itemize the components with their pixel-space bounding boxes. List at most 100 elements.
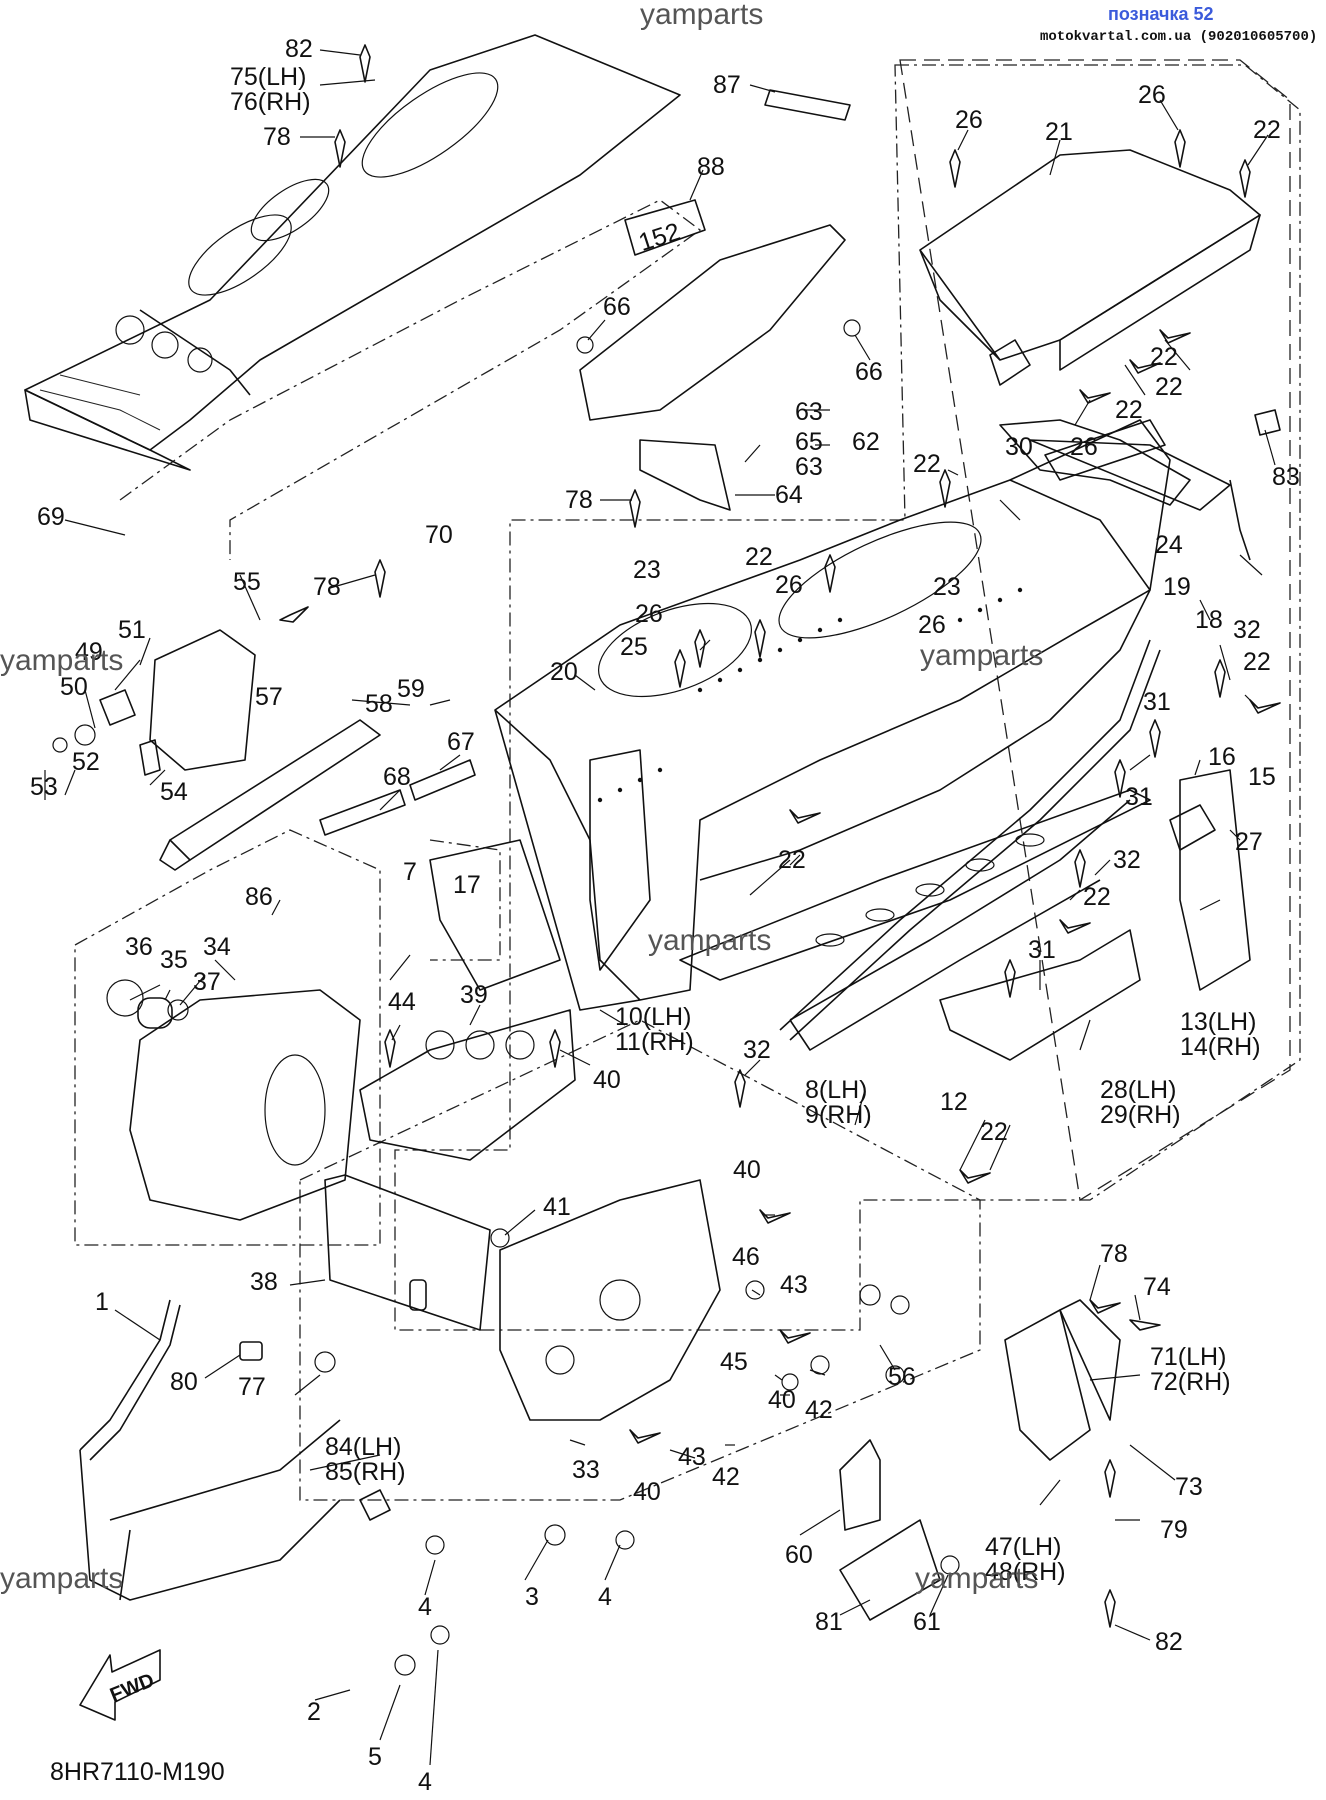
part-label: 28(LH) (1100, 1076, 1176, 1104)
part-label: 9(RH) (805, 1101, 872, 1129)
part-label: 86 (245, 883, 273, 911)
part-label: 81 (815, 1608, 843, 1636)
part-label: 23 (933, 573, 961, 601)
radiator-38 (324, 1174, 491, 1331)
part-labels: 82 75(LH) 76(RH) 78 87 88 26 26 21 22 66… (30, 35, 1300, 1796)
watermark-top: yamparts (640, 0, 763, 31)
part-label: 78 (565, 486, 593, 514)
part-label: 26 (1070, 433, 1098, 461)
part-label: 29(RH) (1100, 1101, 1181, 1129)
source-ref: motokvartal.com.ua (902010605700) (1040, 29, 1317, 45)
part-label: 19 (1163, 573, 1191, 601)
part-label: 41 (543, 1193, 571, 1221)
part-label: 88 (697, 153, 725, 181)
part-label: 34 (203, 933, 231, 961)
part-label: 43 (780, 1271, 808, 1299)
part-label: 42 (805, 1396, 833, 1424)
part-label: 26 (635, 600, 663, 628)
part-label: 44 (388, 988, 416, 1016)
tunnel-lower-boundary (429, 839, 501, 961)
part-label: 80 (170, 1368, 198, 1396)
part-label: 60 (785, 1541, 813, 1569)
part-label: 39 (460, 981, 488, 1009)
part-label: 66 (855, 358, 883, 386)
part-label: 87 (713, 71, 741, 99)
part-label: 3 (525, 1583, 539, 1611)
part-label: 84(LH) (325, 1433, 401, 1461)
part-label: 32 (1233, 616, 1261, 644)
part-label: 58 (365, 690, 393, 718)
part-label: 1 (95, 1288, 109, 1316)
part-label: 30 (1005, 433, 1033, 461)
tunnel-top-boundary (394, 64, 1301, 1331)
center-bracket (429, 839, 561, 991)
decal-text: 152 (635, 217, 683, 257)
part-label: 78 (263, 123, 291, 151)
part-label: 31 (1028, 936, 1056, 964)
part-label: 63 (795, 398, 823, 426)
part-label: 22 (745, 543, 773, 571)
part-label: 77 (238, 1373, 266, 1401)
part-label: 70 (425, 521, 453, 549)
front-frame-boundary (299, 1019, 981, 1501)
dashed-boundaries (74, 59, 1301, 1501)
part-label: 26 (1138, 81, 1166, 109)
part-label: 40 (593, 1066, 621, 1094)
rear-bracket-47 (1004, 1299, 1121, 1461)
part-label: 78 (313, 573, 341, 601)
part-label: 49 (75, 638, 103, 666)
part-label: 12 (940, 1088, 968, 1116)
part-label: 53 (30, 773, 58, 801)
watermark: yamparts (0, 1562, 123, 1595)
front-bracket-39 (359, 1009, 576, 1161)
decal-88: 152 (624, 199, 706, 257)
part-label: 83 (1272, 463, 1300, 491)
fwd-arrow: FWD (79, 1649, 161, 1721)
shield-81 (839, 1519, 941, 1621)
watermark: yamparts (648, 924, 771, 957)
part-label: 22 (1155, 373, 1183, 401)
part-label: 22 (1115, 396, 1143, 424)
part-label: 54 (160, 778, 188, 806)
part-label: 11(RH) (615, 1028, 694, 1056)
part-label: 82 (1155, 1628, 1183, 1656)
part-label: 14(RH) (1180, 1033, 1261, 1061)
part-label: 47(LH) (985, 1533, 1061, 1561)
decal-87 (764, 89, 851, 121)
part-label: 43 (678, 1443, 706, 1471)
part-label: 26 (918, 611, 946, 639)
fasteners (239, 44, 1281, 1676)
seat-boundary (119, 199, 702, 560)
watermark: yamparts (0, 644, 123, 677)
part-label: 5 (368, 1743, 382, 1771)
part-label: 10(LH) (615, 1003, 691, 1031)
part-label: 22 (980, 1118, 1008, 1146)
part-label: 63 (795, 453, 823, 481)
rear-seat-panel (24, 34, 681, 471)
part-label: 22 (1083, 883, 1111, 911)
watermark: yamparts (915, 1562, 1038, 1595)
part-label: 37 (193, 968, 221, 996)
part-label: 66 (603, 293, 631, 321)
part-label: 36 (125, 933, 153, 961)
part-label: 22 (1150, 343, 1178, 371)
rear-flap-bracket (576, 224, 861, 511)
part-label: 22 (778, 846, 806, 874)
part-label: 17 (453, 871, 481, 899)
part-label: 22 (913, 450, 941, 478)
part-label: 26 (955, 106, 983, 134)
part-label: 24 (1155, 531, 1183, 559)
running-boards (679, 789, 1151, 1061)
part-label: 2 (307, 1698, 321, 1726)
diagram-code: 8HR7110-M190 (50, 1758, 225, 1786)
part-label: 69 (37, 503, 65, 531)
part-label: 38 (250, 1268, 278, 1296)
chaincase-boundary (74, 829, 381, 1246)
part-label: 26 (775, 571, 803, 599)
part-label: 52 (72, 748, 100, 776)
fwd-label: FWD (107, 1669, 157, 1706)
part-label: 79 (1160, 1516, 1188, 1544)
part-label: 31 (1125, 783, 1153, 811)
part-label: 55 (233, 568, 261, 596)
part-label: 42 (712, 1463, 740, 1491)
